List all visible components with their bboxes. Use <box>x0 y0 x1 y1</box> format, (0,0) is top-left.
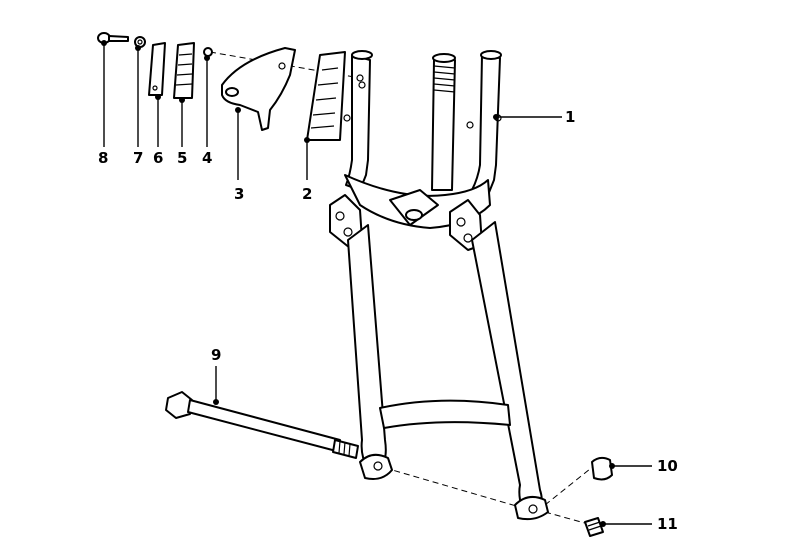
metal-strip <box>148 42 166 96</box>
axle-bolt <box>165 391 359 459</box>
callout-2: 2 <box>302 185 312 203</box>
rubber-pad <box>306 51 364 141</box>
callout-5: 5 <box>177 149 187 167</box>
callout-1: 1 <box>565 108 575 126</box>
callout-8: 8 <box>98 149 108 167</box>
cap-nut <box>591 456 613 481</box>
callout-9: 9 <box>211 346 221 364</box>
bushing <box>584 517 604 537</box>
callout-6: 6 <box>153 149 163 167</box>
assembly-guide-lines <box>209 51 596 526</box>
callout-3: 3 <box>234 185 244 203</box>
small-nut <box>203 47 213 57</box>
main-stand-frame <box>329 50 549 521</box>
callout-4: 4 <box>202 149 212 167</box>
callout-11: 11 <box>657 515 678 533</box>
bracket-plate <box>221 47 296 131</box>
rubber-block <box>173 42 195 99</box>
callout-7: 7 <box>133 149 143 167</box>
leader-lines <box>101 40 652 527</box>
callout-labels: 1 2 3 4 5 6 7 8 9 10 11 <box>98 108 678 533</box>
callout-10: 10 <box>657 457 678 475</box>
